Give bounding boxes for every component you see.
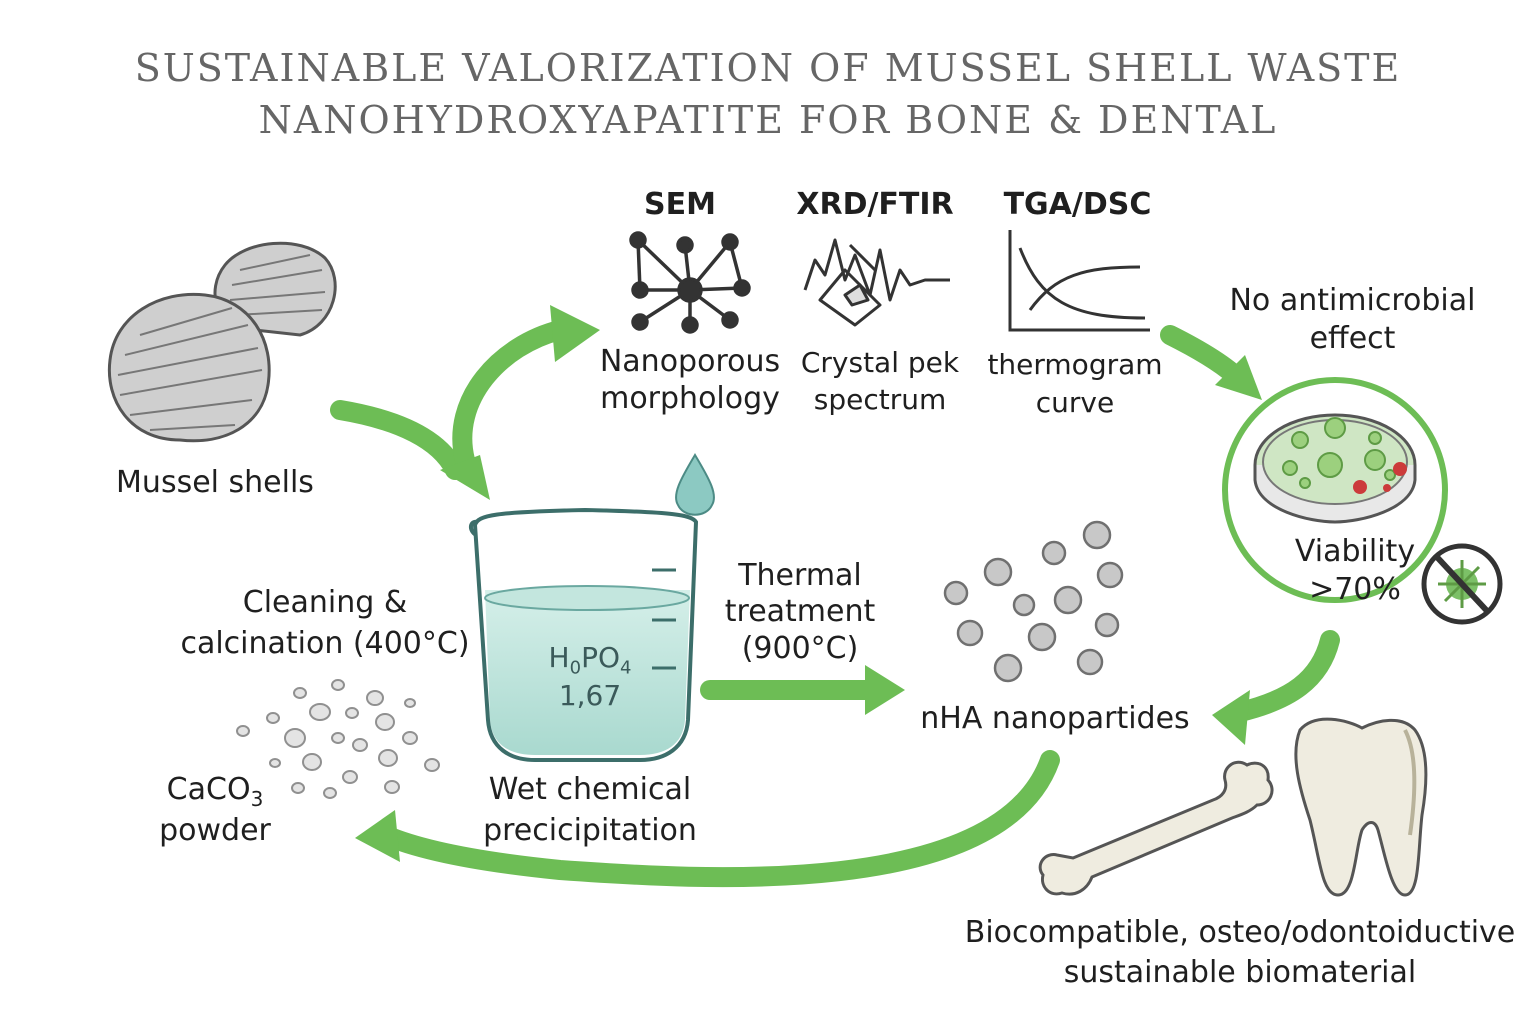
arrow-nanoparticles-to-powder xyxy=(375,750,1060,888)
powder-label: powder xyxy=(159,813,271,848)
antimicrobial-label-2: effect xyxy=(1309,321,1396,356)
drop-icon xyxy=(675,453,715,516)
nanoparticles-label: nHA nanopartides xyxy=(920,701,1190,736)
tga-label-2: curve xyxy=(1035,386,1115,419)
beaker-formula: H0PO4 xyxy=(500,640,680,687)
viability-label-2: >70% xyxy=(1309,572,1401,607)
beaker-formula-h-sub: 0 xyxy=(569,657,582,679)
sem-label-1: Nanoporous xyxy=(599,344,781,379)
powder-particles xyxy=(236,679,440,799)
antimicrobial-label-1: No antimicrobial xyxy=(1229,283,1476,318)
wet-chemical-label-1: Wet chemical xyxy=(488,772,692,807)
xrd-label-1: Crystal pek xyxy=(800,346,960,379)
thermal-label-2: treatment xyxy=(724,594,876,629)
powder-formula-sub: 3 xyxy=(250,787,264,811)
tga-label-1: thermogram xyxy=(987,348,1163,381)
beaker-formula-h: H xyxy=(548,641,570,674)
outcome-label-2: sustainable biomaterial xyxy=(1063,955,1417,990)
sem-heading: SEM xyxy=(644,187,716,222)
powder-formula: CaCO3 xyxy=(130,771,300,818)
beaker-icon xyxy=(469,507,699,762)
beaker-formula-po-sub: 4 xyxy=(620,657,632,679)
powder-formula-main: CaCO xyxy=(166,772,251,807)
arrow-beaker-to-characterization xyxy=(452,320,570,470)
shell-icon xyxy=(107,241,337,443)
mussel-shells-label: Mussel shells xyxy=(116,465,314,500)
thermal-label-1: Thermal xyxy=(738,558,862,593)
nanoparticles-icon xyxy=(943,520,1124,683)
title-line-1: SUSTAINABLE VALORIZATION OF MUSSEL SHELL… xyxy=(134,46,1402,90)
viability-label-1: Viability xyxy=(1294,534,1416,569)
xrd-label-2: spectrum xyxy=(813,383,947,416)
spectrum-icon xyxy=(803,238,950,327)
bone-icon xyxy=(1038,760,1274,896)
wet-chemical-label-2: precicipitation xyxy=(483,813,697,848)
outcome-label-1: Biocompatible, osteo/odontoiductive xyxy=(964,915,1516,950)
cleaning-label-1: Cleaning & xyxy=(242,585,408,620)
beaker-formula-po: PO xyxy=(581,641,620,674)
molecule-icon xyxy=(629,231,751,334)
arrow-heads xyxy=(355,305,1262,862)
thermogram-icon xyxy=(1008,230,1150,332)
sem-label-2: morphology xyxy=(600,381,780,416)
arrow-shells-to-beaker xyxy=(330,400,465,480)
arrow-petri-to-nanoparticles xyxy=(1230,630,1340,722)
tooth-icon xyxy=(1294,717,1428,897)
no-bacteria-icon xyxy=(1421,543,1503,625)
petri-dish-icon xyxy=(1222,377,1448,603)
cleaning-label-2: calcination (400°C) xyxy=(180,626,470,661)
tga-heading: TGA/DSC xyxy=(1003,187,1152,222)
title-line-2: NANOHYDROXYAPATITE FOR BONE & DENTAL xyxy=(258,98,1278,142)
thermal-label-3: (900°C) xyxy=(741,631,859,666)
beaker-ratio: 1,67 xyxy=(558,679,622,712)
xrd-heading: XRD/FTIR xyxy=(796,187,954,222)
